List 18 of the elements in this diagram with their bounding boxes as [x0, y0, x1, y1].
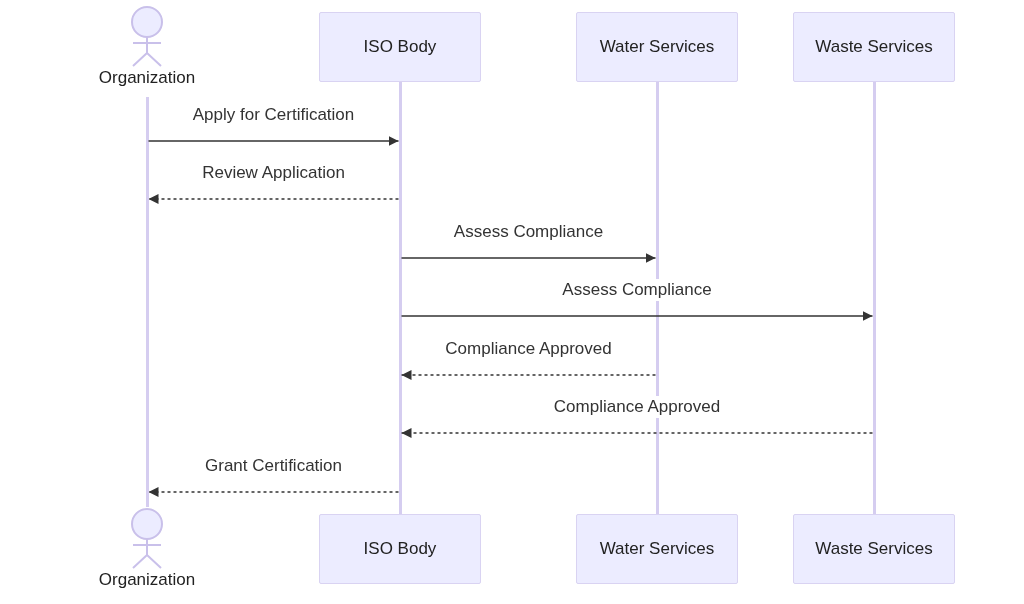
actor-name: Organization	[98, 67, 196, 89]
lifeline	[145, 97, 149, 507]
message-arrow	[147, 136, 400, 146]
lifeline	[872, 82, 876, 514]
message-arrow	[400, 428, 874, 438]
message-arrow	[147, 194, 400, 204]
participant-box: ISO Body	[319, 12, 481, 82]
participant-box: Water Services	[576, 12, 738, 82]
message-arrow	[400, 253, 657, 263]
participant-box: Water Services	[576, 514, 738, 584]
message-arrow	[400, 370, 657, 380]
lifeline	[398, 82, 402, 514]
message-arrow	[147, 487, 400, 497]
participant-box: ISO Body	[319, 514, 481, 584]
actor-name: Organization	[98, 569, 196, 591]
participant-box: Waste Services	[793, 514, 955, 584]
message-arrow	[400, 311, 874, 321]
participant-box: Waste Services	[793, 12, 955, 82]
